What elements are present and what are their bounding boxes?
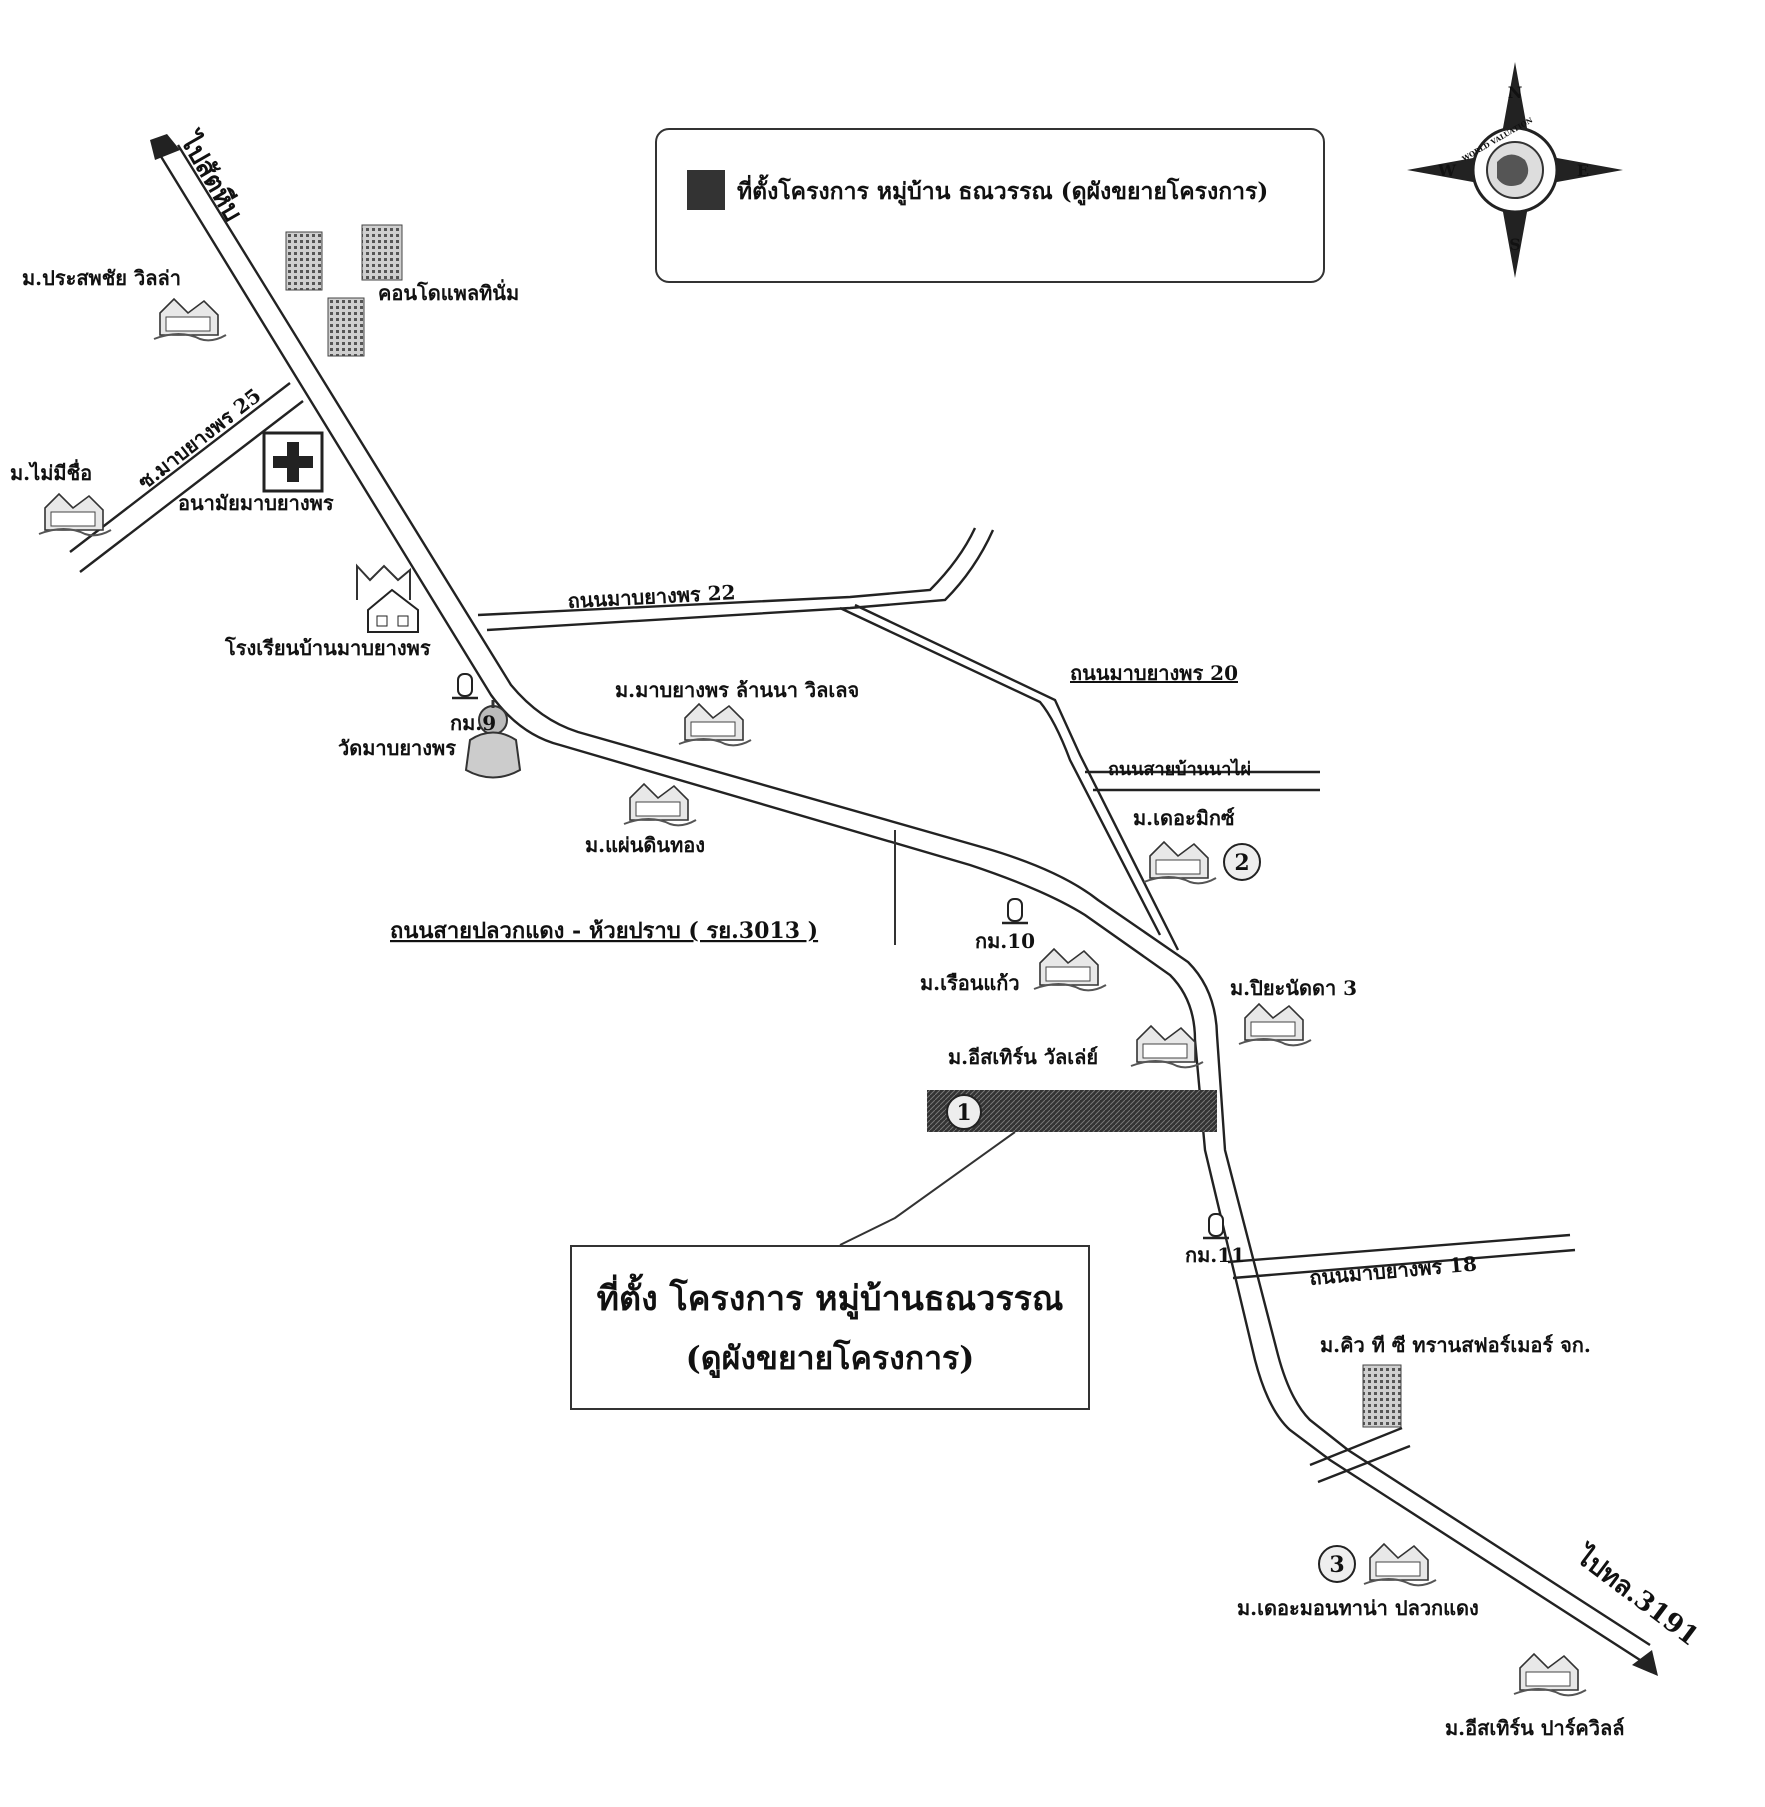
house-icon	[38, 493, 112, 537]
house-icon	[1130, 1025, 1204, 1069]
km-post-9-icon	[450, 672, 480, 700]
factory-building-icon	[1362, 1364, 1402, 1428]
house-icon	[623, 783, 697, 827]
road-network	[69, 134, 1658, 1676]
condo-towers-icon	[285, 224, 403, 357]
main-road-label: ถนนสายปลวกแดง - ห้วยปราบ ( รย.3013 )	[390, 918, 818, 944]
health-center-icon	[262, 431, 324, 493]
lanna-village-label: ม.มาบยางพร ล้านนา วิลเลจ	[615, 678, 859, 702]
svg-text:1: 1	[956, 1100, 971, 1126]
school-label: โรงเรียนบ้านมาบยางพร	[224, 636, 431, 660]
house-icon	[1033, 948, 1107, 992]
svg-text:S: S	[1509, 235, 1521, 254]
paendin-label: ม.แผ่นดินทอง	[585, 833, 705, 857]
prasopchai-label: ม.ประสพชัย วิลล่า	[22, 266, 181, 290]
svg-text:2: 2	[1234, 850, 1249, 876]
svg-text:E: E	[1577, 161, 1589, 180]
school-icon	[356, 563, 419, 633]
svg-text:W: W	[1437, 161, 1457, 180]
legend-swatch	[687, 170, 725, 210]
km11-label: กม.11	[1185, 1243, 1245, 1267]
marker-2: 2	[1223, 843, 1261, 881]
health-center-label: อนามัยมาบยางพร	[178, 491, 334, 515]
road-22-label: ถนนมาบยางพร 22	[567, 580, 736, 613]
qtc-label: ม.คิว ที ซี ทรานสฟอร์เมอร์ จก.	[1320, 1333, 1591, 1357]
no-name-village-label: ม.ไม่มีชื่อ	[10, 458, 92, 485]
compass-icon: N S E W WORLD VALUATION	[1407, 62, 1623, 278]
km-post-10-icon	[1000, 897, 1030, 925]
soi-25-label: ซ.มาบยางพร 25	[133, 383, 265, 494]
naphai-road-label: ถนนสายบ้านนาไผ่	[1108, 758, 1251, 780]
house-icon	[1238, 1003, 1312, 1047]
eastern-valley-label: ม.อีสเทิร์น วัลเล่ย์	[948, 1045, 1098, 1069]
house-icon	[678, 703, 752, 747]
svg-text:3: 3	[1329, 1552, 1344, 1578]
house-icon	[1513, 1653, 1587, 1697]
marker-1: 1	[946, 1094, 982, 1130]
temple-label: วัดมาบยางพร	[338, 736, 456, 760]
house-icon	[1363, 1543, 1437, 1587]
condo-label: คอนโดแพลทินั่ม	[378, 278, 519, 305]
the-mix-label: ม.เดอะมิกซ์	[1133, 806, 1235, 830]
road-18-label: ถนนมาบยางพร 18	[1308, 1251, 1477, 1290]
piyanatda-label: ม.ปิยะนัดดา 3	[1230, 976, 1357, 1000]
svg-text:N: N	[1508, 83, 1523, 102]
project-callout: ที่ตั้ง โครงการ หมู่บ้านธณวรรณ (ดูผังขยา…	[570, 1245, 1090, 1410]
km10-label: กม.10	[975, 929, 1035, 953]
to-sattahip-label: ไปสัตหีบ	[172, 125, 249, 227]
marker-3: 3	[1318, 1545, 1356, 1583]
temple-icon	[464, 700, 522, 779]
legend-text: ที่ตั้งโครงการ หมู่บ้าน ธณวรรณ (ดูผังขยา…	[737, 178, 1269, 205]
legend-box: ที่ตั้งโครงการ หมู่บ้าน ธณวรรณ (ดูผังขยา…	[655, 128, 1325, 283]
callout-title: ที่ตั้ง โครงการ หมู่บ้านธณวรรณ	[596, 1279, 1064, 1319]
callout-subtitle: (ดูผังขยายโครงการ)	[685, 1339, 975, 1377]
ruenkaew-label: ม.เรือนแก้ว	[920, 971, 1020, 995]
house-icon	[153, 298, 227, 342]
km9-label: กม.9	[450, 711, 496, 735]
eastern-park-label: ม.อีสเทิร์น ปาร์ควิลล์	[1445, 1716, 1625, 1740]
road-20-label: ถนนมาบยางพร 20	[1070, 661, 1238, 685]
the-mountain-label: ม.เดอะมอนทาน่า ปลวกแดง	[1237, 1596, 1479, 1620]
house-icon	[1143, 841, 1217, 885]
